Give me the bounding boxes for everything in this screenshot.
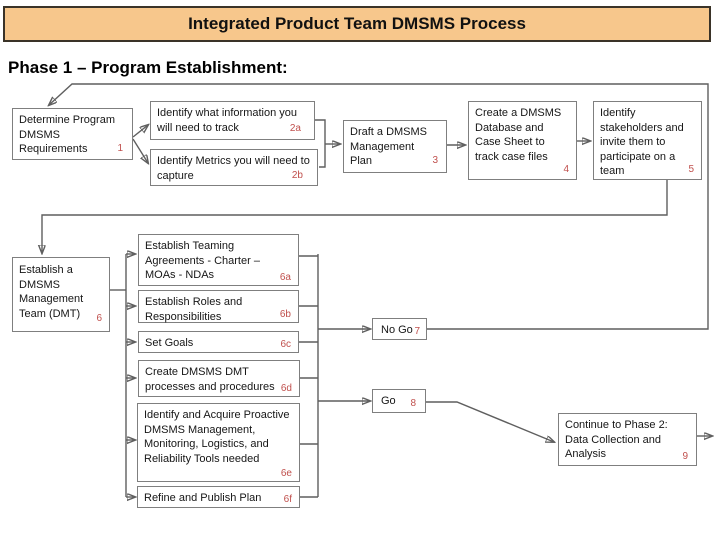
flow-box-identify-information: Identify what information you will need … [150, 101, 315, 140]
step-number: 6a [279, 272, 291, 283]
flow-box-dmt-processes: Create DMSMS DMT processes and procedure… [138, 360, 300, 397]
flow-box-determine-requirements: Determine Program DMSMS Requirements 1 [12, 108, 133, 160]
box-label: Establish Roles and Responsibilities [145, 296, 243, 323]
arrow-go-to-continue [426, 401, 554, 442]
step-number: 9 [682, 451, 688, 462]
box-label: Identify what information you will need … [157, 107, 298, 134]
box-label: Identify stakeholders and invite them to… [600, 107, 684, 178]
flow-box-refine-publish-plan: Refine and Publish Plan 6f [137, 486, 300, 508]
flow-box-roles-responsibilities: Establish Roles and Responsibilities 6b [138, 290, 299, 323]
slide-title: Integrated Product Team DMSMS Process [188, 14, 526, 33]
step-number: 3 [432, 155, 438, 166]
box-label: Identify and Acquire Proactive DMSMS Man… [144, 409, 290, 465]
step-number: 8 [410, 398, 416, 409]
arrow-5-to-6 [42, 180, 668, 253]
step-number: 2b [291, 170, 303, 181]
box-label: Refine and Publish Plan [144, 492, 262, 504]
step-number: 1 [117, 143, 123, 154]
flow-box-create-database: Create a DMSMS Database and Case Sheet t… [468, 101, 577, 180]
box-label: Set Goals [145, 337, 194, 349]
step-number: 6c [280, 339, 291, 350]
box-label: Draft a DMSMS Management Plan [350, 126, 428, 168]
arrow-1-to-2b [132, 138, 148, 163]
arrow-1-to-2a [132, 125, 148, 138]
box-label: Establish a DMSMS Management Team (DMT) [19, 264, 84, 320]
flow-box-establish-dmt: Establish a DMSMS Management Team (DMT) … [12, 257, 110, 332]
step-number: 6d [280, 383, 292, 394]
step-number: 4 [563, 164, 569, 175]
box-label: Identify Metrics you will need to captur… [157, 155, 310, 182]
arrow-nogo-loopback-to-1 [49, 83, 709, 330]
step-number: 5 [688, 164, 694, 175]
step-number: 6f [283, 494, 292, 505]
flow-box-draft-plan: Draft a DMSMS Management Plan 3 [343, 120, 447, 173]
box-label: Create a DMSMS Database and Case Sheet t… [475, 107, 562, 163]
flow-box-go: Go 8 [372, 389, 426, 413]
flow-box-set-goals: Set Goals 6c [138, 331, 299, 353]
flow-box-no-go: No Go 7 [372, 318, 427, 340]
title-banner: Integrated Product Team DMSMS Process [3, 6, 711, 42]
step-number: 6e [280, 468, 292, 479]
step-number: 6b [279, 309, 291, 320]
box-label: Continue to Phase 2: Data Collection and… [565, 419, 668, 461]
step-number: 7 [414, 326, 420, 337]
flow-box-identify-metrics: Identify Metrics you will need to captur… [150, 149, 318, 186]
box-label: Establish Teaming Agreements - Charter –… [145, 240, 260, 282]
step-number: 2a [289, 123, 301, 134]
flow-box-teaming-agreements: Establish Teaming Agreements - Charter –… [138, 234, 299, 286]
flow-box-identify-stakeholders: Identify stakeholders and invite them to… [593, 101, 702, 180]
flow-box-continue-phase-2: Continue to Phase 2: Data Collection and… [558, 413, 697, 466]
box-label: No Go [381, 324, 413, 336]
box-label: Determine Program DMSMS Requirements [19, 114, 115, 156]
box-label: Create DMSMS DMT processes and procedure… [145, 366, 275, 393]
phase-heading: Phase 1 – Program Establishment: [8, 58, 288, 77]
flow-box-acquire-tools: Identify and Acquire Proactive DMSMS Man… [137, 403, 300, 482]
box-label: Go [381, 395, 396, 407]
step-number: 6 [96, 313, 102, 324]
